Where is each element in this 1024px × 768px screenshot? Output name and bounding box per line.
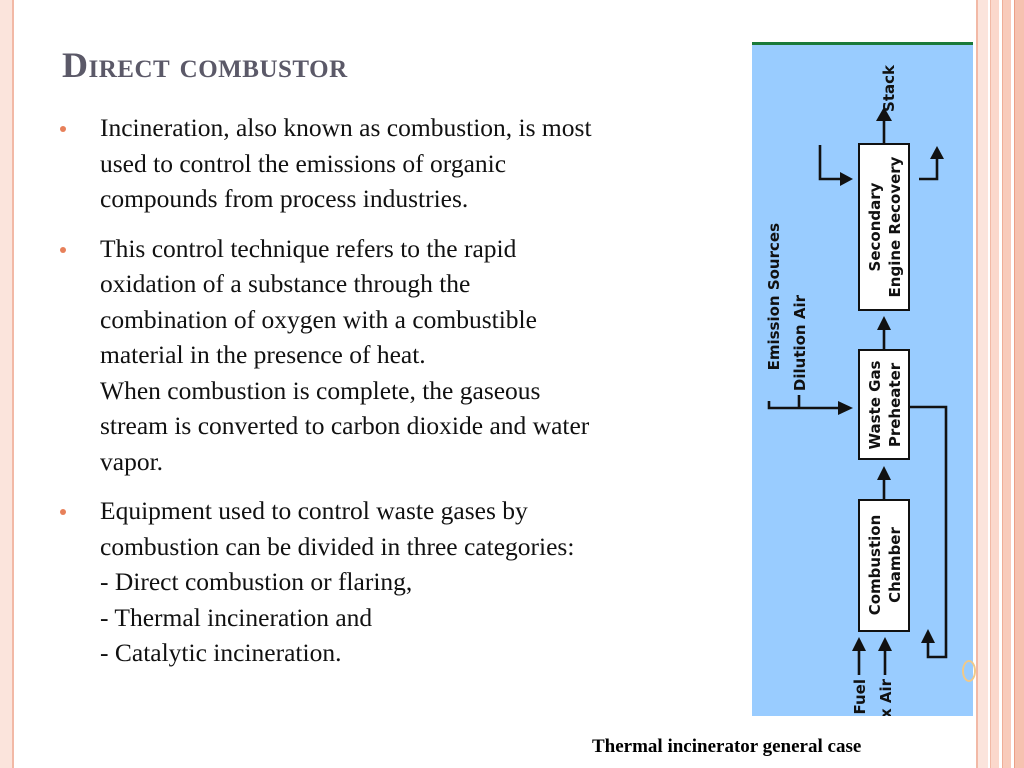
preheater-to-secondary-head — [877, 316, 891, 330]
recirculation-loop-line — [909, 405, 948, 659]
slide-title: Direct combustor — [62, 45, 348, 85]
aux-air-label: Aux Air — [877, 678, 895, 716]
waste-gas-label-line1: Waste Gas — [866, 360, 884, 449]
bullet-dot-icon — [60, 126, 66, 132]
bullet-dot-icon — [60, 509, 66, 515]
bullet-equipment-categories: Equipment used to control waste gases by… — [60, 493, 715, 671]
right-decorative-stripes — [976, 0, 1024, 768]
diagram-caption: Thermal incinerator general case — [592, 736, 862, 757]
bullet-text-line: material in the presence of heat. — [100, 340, 426, 369]
bullet-text-line: When combustion is complete, the gaseous — [100, 375, 541, 405]
incinerator-flow-diagram: Stack Secondary Engine Recovery Emission… — [752, 42, 973, 716]
decorative-ring — [962, 660, 976, 682]
secondary-left-arrow-head — [840, 172, 853, 186]
bullet-text-line: Equipment used to control waste gases by — [100, 496, 528, 525]
bullet-list: Incineration, also known as combustion, … — [60, 110, 715, 685]
bullet-dot-icon — [60, 246, 66, 253]
dilution-air-label: Dilution Air — [791, 294, 809, 391]
recirculation-arrow-head — [921, 629, 935, 643]
secondary-right-arrow-head — [930, 146, 944, 159]
waste-gas-label-line2: Preheater — [886, 362, 904, 447]
secondary-engine-recovery-box — [858, 143, 910, 311]
emission-inlet-line — [767, 401, 839, 410]
flow-diagram-svg: Stack Secondary Engine Recovery Emission… — [765, 64, 948, 716]
emission-inlet-arrow-head — [838, 401, 853, 415]
bullet-text-line: Incineration, also known as combustion, … — [100, 113, 592, 142]
bullet-text-line: compounds from process industries. — [100, 184, 469, 213]
bullet-text-line: This control technique refers to the rap… — [100, 233, 517, 263]
stack-label: Stack — [880, 64, 898, 112]
left-decorative-stripe — [0, 0, 14, 768]
stack-arrow-head — [876, 107, 892, 121]
bullet-text-line: stream is converted to carbon dioxide an… — [100, 411, 590, 440]
aux-air-arrow-head — [878, 637, 892, 651]
bullet-text-line: combination of oxygen with a combustible — [100, 304, 537, 334]
bullet-text-line: - Thermal incineration and — [100, 602, 373, 632]
aux-fuel-label: Aux Fuel — [851, 679, 869, 716]
secondary-label-line1: Secondary — [866, 182, 884, 271]
secondary-label-line2: Engine Recovery — [886, 156, 904, 297]
emission-sources-label: Emission Sources — [765, 223, 783, 370]
combustion-label-line1: Combustion — [866, 515, 884, 616]
bullet-control-technique: This control technique refers to the rap… — [60, 231, 715, 480]
bullet-text-line: used to control the emissions of organic — [100, 148, 507, 178]
bullet-incineration-definition: Incineration, also known as combustion, … — [60, 110, 715, 217]
combustion-to-preheater-head — [877, 466, 891, 480]
bullet-text-line: oxidation of a substance through the — [100, 269, 471, 298]
secondary-right-arrow-line — [919, 157, 939, 181]
bullet-text-line: vapor. — [100, 446, 164, 476]
secondary-left-arrow-line — [818, 145, 842, 181]
bullet-text-line: combustion can be divided in three categ… — [100, 531, 575, 561]
aux-fuel-arrow-head — [852, 637, 866, 651]
combustion-label-line2: Chamber — [886, 527, 904, 603]
bullet-text-line: - Catalytic incineration. — [100, 638, 342, 667]
bullet-text-line: - Direct combustion or flaring, — [100, 567, 413, 596]
waste-gas-preheater-box — [858, 349, 910, 460]
